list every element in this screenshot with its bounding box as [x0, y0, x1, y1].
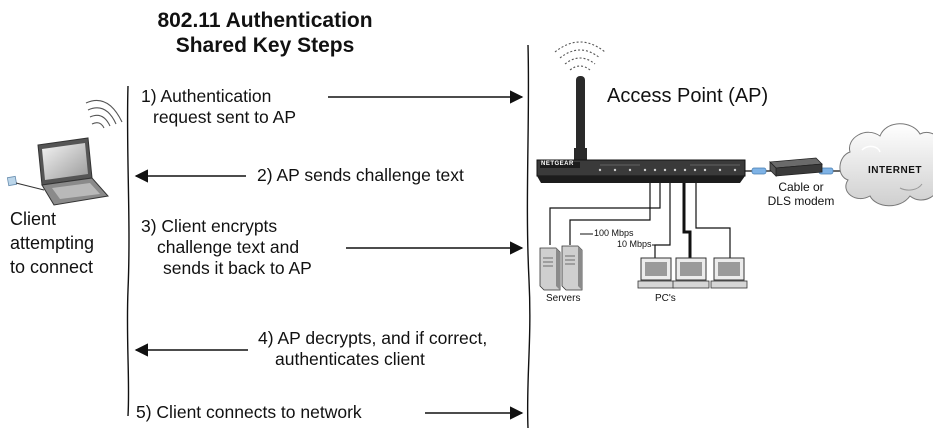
server-icon [561, 245, 583, 291]
router-icon [536, 76, 746, 183]
modem-label: Cable or DLS modem [764, 180, 838, 208]
modem-label-line-2: DLS modem [767, 194, 835, 208]
title-line-1: 802.11 Authentication [157, 9, 373, 32]
speed-fast-label: 100 Mbps [594, 228, 634, 238]
client-boundary-line [126, 85, 130, 417]
internet-cloud-icon [839, 123, 933, 207]
pc-icon [637, 257, 675, 289]
step-4-line-1: 4) AP decrypts, and if correct, [258, 328, 488, 348]
step-1-line-1: 1) Authentication [141, 86, 272, 106]
client-label-line-1: Client [10, 209, 57, 229]
step-1-line-2: request sent to AP [153, 107, 297, 127]
step-4-text: 4) AP decrypts, and if correct, authenti… [258, 328, 487, 370]
step-1-text: 1) Authentication request sent to AP [141, 86, 296, 128]
laptop-icon [6, 137, 109, 206]
ap-boundary-line [526, 44, 531, 429]
ap-label: Access Point (AP) [607, 85, 769, 107]
step-5-text: 5) Client connects to network [136, 402, 362, 423]
step-2-text: 2) AP sends challenge text [257, 165, 464, 186]
step-3-line-1: 3) Client encrypts [141, 216, 278, 236]
client-label-line-2: attempting [10, 233, 95, 253]
step-3-line-3: sends it back to AP [163, 258, 312, 278]
pc-icon [710, 257, 748, 289]
server-icon [539, 247, 561, 291]
pc-icon [672, 257, 710, 289]
step-3-text: 3) Client encrypts challenge text and se… [141, 216, 312, 279]
lan-cables [549, 183, 731, 258]
speed-slow-label: 10 Mbps [617, 239, 652, 249]
modem-icon [769, 157, 823, 177]
servers-label: Servers [546, 293, 581, 304]
diagram-title: 802.11 Authentication Shared Key Steps [130, 8, 400, 58]
ap-wifi-waves-icon [554, 41, 606, 71]
step-4-line-2: authenticates client [275, 349, 425, 369]
modem-label-line-1: Cable or [778, 180, 824, 194]
pcs-label: PC's [655, 293, 676, 304]
router-brand-label: NETGEAR [541, 161, 574, 167]
step-2-line-1: 2) AP sends challenge text [257, 165, 464, 185]
step-3-line-2: challenge text and [157, 237, 300, 257]
internet-label: INTERNET [868, 165, 922, 176]
client-label: Client attempting to connect [10, 208, 94, 278]
client-label-line-3: to connect [10, 257, 94, 277]
step-5-line-1: 5) Client connects to network [136, 402, 362, 422]
laptop-wifi-waves-icon [85, 99, 123, 129]
title-line-2: Shared Key Steps [175, 34, 355, 57]
